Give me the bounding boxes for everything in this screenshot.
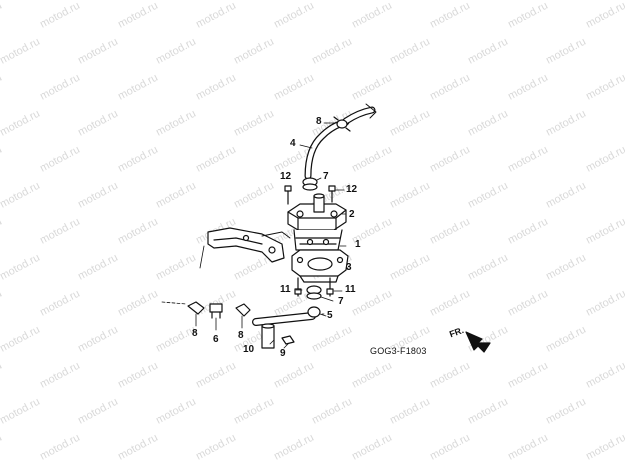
callout-9: 9 xyxy=(280,348,286,359)
clip-upper xyxy=(302,177,322,191)
lower-hose xyxy=(252,306,327,326)
bolt-right-12 xyxy=(328,185,345,203)
callout-4: 4 xyxy=(290,138,296,149)
callout-12-left: 12 xyxy=(280,171,292,182)
leader-lines xyxy=(269,144,349,349)
callout-8-right: 8 xyxy=(238,330,244,341)
callout-11-right: 11 xyxy=(345,284,356,295)
callout-8-top: 8 xyxy=(316,116,322,127)
callout-3: 3 xyxy=(346,262,352,273)
clip-9 xyxy=(281,335,295,345)
clip-lower xyxy=(306,285,334,302)
callout-7-lower: 7 xyxy=(338,296,344,307)
callout-10: 10 xyxy=(243,344,255,355)
clip-left-8 xyxy=(161,301,205,327)
callout-8-left: 8 xyxy=(192,328,198,339)
upper-hose xyxy=(304,103,377,180)
clip-right-8 xyxy=(235,303,251,329)
callout-1: 1 xyxy=(355,239,361,250)
mount-bracket xyxy=(199,227,291,269)
base-plate xyxy=(291,249,349,283)
callout-6: 6 xyxy=(213,334,219,345)
callout-12-right: 12 xyxy=(346,184,358,195)
diagram-code: GOG3-F1803 xyxy=(370,346,427,356)
callout-5: 5 xyxy=(327,310,333,321)
bolt-left-11 xyxy=(294,277,302,297)
bolt-left-12 xyxy=(284,185,292,205)
pump-assembly xyxy=(287,193,347,251)
fitting-6 xyxy=(209,303,223,331)
front-arrow xyxy=(465,331,491,353)
tube-10 xyxy=(261,323,275,349)
clip-top xyxy=(323,116,351,132)
callout-2: 2 xyxy=(349,209,355,220)
callout-7-upper: 7 xyxy=(323,171,329,182)
bolt-right-11 xyxy=(326,277,343,297)
callout-11-left: 11 xyxy=(280,284,291,295)
